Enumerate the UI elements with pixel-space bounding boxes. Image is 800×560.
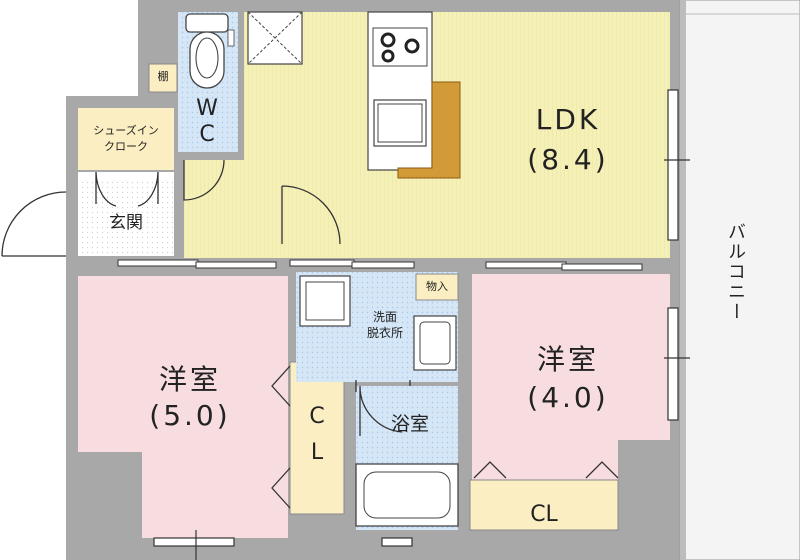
closet-a-door-1 xyxy=(271,365,291,407)
ldk-label: LDK xyxy=(535,103,601,136)
shoe-door-1 xyxy=(95,171,117,207)
closet-b-door xyxy=(473,461,619,479)
shoe-closet xyxy=(78,108,174,170)
wc-label-c: C xyxy=(199,122,215,147)
vanity xyxy=(413,315,457,371)
doors xyxy=(1,159,619,509)
western-a-size: (5.0) xyxy=(149,399,231,432)
bath-label: 浴室 xyxy=(390,413,429,435)
wc-door xyxy=(183,159,225,201)
shoe-closet-line1: シューズイン xyxy=(93,124,159,137)
toilet-tank xyxy=(185,13,229,33)
closet-a xyxy=(289,361,345,515)
entrance-door xyxy=(1,191,67,257)
kitchen xyxy=(367,11,461,179)
sink xyxy=(373,99,427,147)
wc-room xyxy=(178,12,238,152)
entrance-label: 玄関 xyxy=(109,213,143,233)
washing-machine-pan xyxy=(299,275,351,327)
ldk-door xyxy=(281,185,341,245)
washroom-line1: 洗面 xyxy=(372,310,397,324)
shelf xyxy=(148,63,178,93)
fridge-space xyxy=(247,11,303,65)
washroom-door xyxy=(355,380,411,392)
bathtub xyxy=(355,463,459,527)
windows xyxy=(153,89,690,560)
bath xyxy=(355,386,459,530)
storage-label: 物入 xyxy=(426,280,448,293)
shelf-label: 棚 xyxy=(157,70,169,83)
balcony xyxy=(679,0,800,560)
closet-b xyxy=(469,479,619,531)
closet-a-door-2 xyxy=(271,467,291,509)
shoe-door-2 xyxy=(137,171,159,207)
toilet-seat xyxy=(189,31,225,89)
storage xyxy=(415,273,459,301)
closet-a-line2: L xyxy=(310,440,324,465)
kitchen-counter xyxy=(397,81,461,179)
bath-door xyxy=(359,385,403,436)
closet-a-line1: C xyxy=(309,404,325,429)
shoe-closet-line2: クローク xyxy=(104,140,148,153)
sliding-doors xyxy=(117,259,643,271)
ldk-size: (8.4) xyxy=(527,143,609,176)
western-a-label: 洋室 xyxy=(158,363,221,396)
western-room-a xyxy=(78,276,288,538)
washroom-line2: 脱衣所 xyxy=(366,326,403,340)
western-b-label: 洋室 xyxy=(536,343,599,376)
wc-label-w: W xyxy=(196,96,218,121)
balcony-label: バルコニー xyxy=(725,222,746,322)
closet-b-label: CL xyxy=(530,502,558,527)
western-room-b xyxy=(472,274,670,480)
western-b-size: (4.0) xyxy=(527,381,609,414)
